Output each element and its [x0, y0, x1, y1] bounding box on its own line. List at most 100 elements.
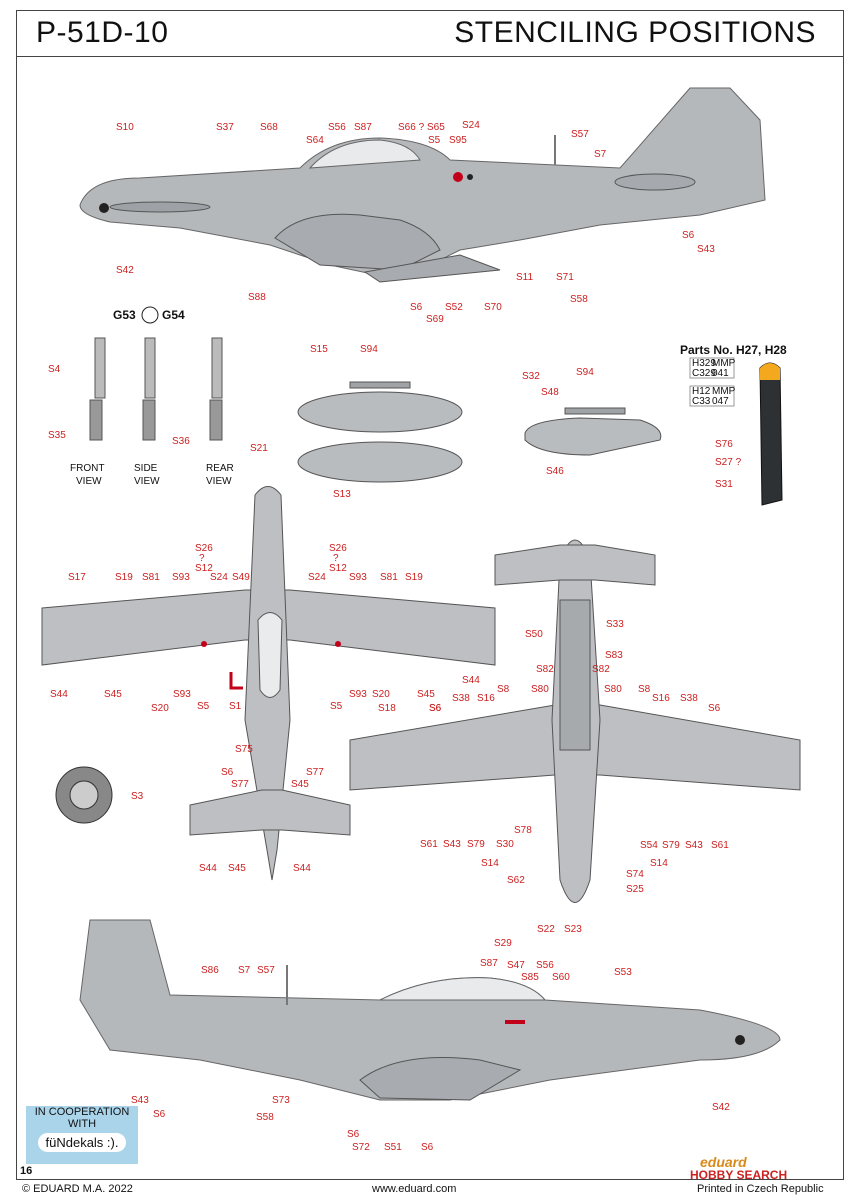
stencil-label: S11	[516, 272, 533, 283]
stencil-label: S61	[420, 839, 438, 850]
stencil-label: S82	[592, 664, 610, 675]
stencil-label: S42	[116, 265, 134, 276]
svg-text:MMP: MMP	[712, 358, 736, 369]
stencil-label: S37	[216, 122, 234, 133]
label-front: FRONT	[70, 463, 104, 474]
stencil-label: S58	[570, 294, 588, 305]
stencil-label: S30	[496, 839, 514, 850]
stencil-label: S80	[604, 684, 622, 695]
stencil-label: S65	[427, 122, 445, 133]
stencil-label: S43	[685, 840, 703, 851]
main-wheel	[55, 766, 113, 824]
stencil-label: S79	[662, 840, 680, 851]
stencil-label: S26	[195, 543, 213, 554]
stencil-label: S12	[195, 563, 213, 574]
stencil-label: S93	[349, 572, 367, 583]
stencil-label: S75	[235, 744, 253, 755]
stencil-label: S24	[308, 572, 326, 583]
label-side-view: VIEW	[134, 476, 160, 487]
section-title: STENCILING POSITIONS	[454, 16, 816, 49]
stencil-label: S50	[525, 629, 543, 640]
stencil-label: S48	[541, 387, 559, 398]
stencil-label: S44	[50, 689, 68, 700]
stencil-label: S8	[497, 684, 510, 695]
stencil-label: S5	[428, 135, 441, 146]
stencil-label: S76	[715, 439, 733, 450]
stencil-label: S71	[556, 272, 574, 283]
stencil-label: S52	[445, 302, 463, 313]
stencil-label: S54	[640, 840, 658, 851]
stencil-label: S24	[462, 120, 480, 131]
stencil-label: S23	[564, 924, 582, 935]
stencil-label: S68	[260, 122, 278, 133]
stencil-label: S86	[201, 965, 219, 976]
stencil-label: S46	[546, 466, 564, 477]
stencil-label: S12	[329, 563, 347, 574]
stencil-label: S62	[507, 875, 525, 886]
model-title: P-51D-10	[36, 16, 169, 49]
stencil-label: S8	[638, 684, 651, 695]
label-g54: G54	[162, 308, 185, 322]
stencil-label: S7	[238, 965, 251, 976]
stencil-label: S87	[354, 122, 372, 133]
stencil-label: S81	[380, 572, 398, 583]
stencil-label: S93	[173, 689, 191, 700]
label-rear: REAR	[206, 463, 234, 474]
stencil-label: S33	[606, 619, 624, 630]
stencil-labels-wheel: S3	[131, 791, 144, 802]
page-number: 16	[20, 1165, 33, 1177]
stencil-label: S57	[257, 965, 275, 976]
stencil-label: S51	[384, 1142, 402, 1153]
stencil-label: S35	[48, 430, 66, 441]
stencil-label: S87	[480, 958, 498, 969]
label-rear-view: VIEW	[206, 476, 232, 487]
stencil-label: S6	[429, 703, 442, 714]
stencil-label: ?	[333, 553, 339, 564]
stencil-label: S32	[522, 371, 540, 382]
stencil-label: S6	[682, 230, 695, 241]
upper-planform	[41, 486, 496, 881]
label-front-view: VIEW	[76, 476, 102, 487]
stencil-label: S69	[426, 314, 444, 325]
stencil-label: S72	[352, 1142, 370, 1153]
stencil-label: S27 ?	[715, 457, 742, 468]
svg-text:047: 047	[712, 396, 729, 407]
stencil-label: S78	[514, 825, 532, 836]
page-frame	[16, 10, 844, 1180]
stencil-label: S44	[462, 675, 480, 686]
stencil-label: S29	[494, 938, 512, 949]
stencil-label: S47	[507, 960, 525, 971]
stencil-label: S82	[536, 664, 554, 675]
stencil-label: S13	[333, 489, 351, 500]
stencil-label: S15	[310, 344, 328, 355]
svg-text:041: 041	[712, 368, 729, 379]
stencil-label: S85	[521, 972, 539, 983]
stencil-label: S95	[449, 135, 467, 146]
stencil-label: S19	[405, 572, 423, 583]
stencil-label: S18	[378, 703, 396, 714]
stencil-label: S20	[372, 689, 390, 700]
stencil-label: S83	[605, 650, 623, 661]
stencil-label: S6	[429, 703, 442, 714]
stencil-label: S16	[652, 693, 670, 704]
svg-text:H329: H329	[692, 358, 716, 369]
hobby-search-watermark: HOBBY SEARCH	[690, 1168, 788, 1182]
stencil-label: S6	[221, 767, 234, 778]
stencil-label: S7	[594, 149, 607, 160]
stencil-label: S25	[626, 884, 644, 895]
stencil-label: S5	[330, 701, 343, 712]
stencil-label: S60	[552, 972, 570, 983]
side-view-bottom	[79, 919, 781, 1101]
stencil-label: S20	[151, 703, 169, 714]
stencil-label: S24	[210, 572, 228, 583]
label-g53: G53	[113, 308, 136, 322]
svg-text:H12: H12	[692, 386, 711, 397]
website-link[interactable]: www.eduard.com	[372, 1183, 457, 1195]
stencil-label: S6	[153, 1109, 166, 1120]
stencil-label: S3	[131, 791, 144, 802]
